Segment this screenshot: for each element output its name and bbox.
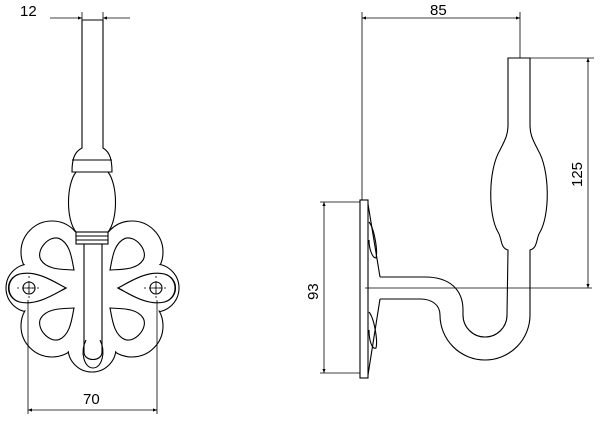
dim-label-85: 85 — [430, 2, 447, 19]
dim-label-70: 70 — [83, 391, 100, 408]
screw-hole-right — [144, 276, 168, 300]
dim-label-125: 125 — [569, 162, 586, 187]
dim-rod-width: 12 — [20, 3, 130, 22]
side-view: 85 125 93 — [305, 2, 594, 379]
dim-plate-height: 93 — [305, 201, 360, 374]
screw-hole-left — [17, 276, 41, 300]
hook-front — [68, 19, 116, 369]
dim-height: 125 — [530, 57, 594, 288]
dim-plate-width: 70 — [27, 300, 158, 414]
wall-plate — [359, 199, 369, 379]
dim-projection: 85 — [361, 2, 521, 200]
hook-side-profile — [380, 57, 548, 361]
dim-label-12: 12 — [20, 3, 37, 20]
front-view: 12 70 — [5, 3, 180, 414]
dim-label-93: 93 — [305, 283, 322, 300]
